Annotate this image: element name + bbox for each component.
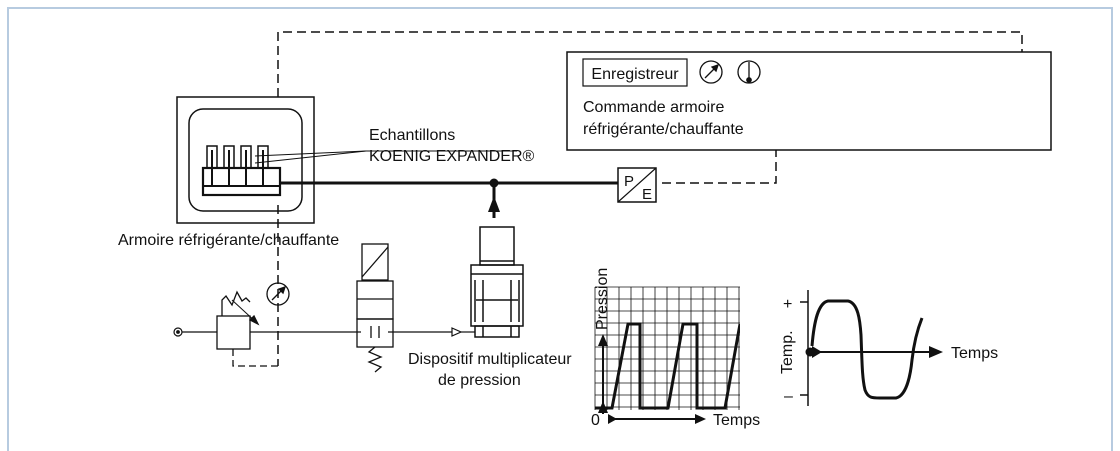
multiplier-label-line2: de pression	[438, 372, 521, 389]
recorder-box	[582, 58, 688, 87]
multiplier-label-line1: Dispositif multiplicateur	[408, 351, 572, 368]
recorder-label: Enregistreur	[591, 66, 679, 83]
samples-label-line1: Echantillons	[369, 127, 455, 144]
transducer-e: E	[642, 186, 652, 203]
pressure-curve	[595, 322, 740, 410]
transducer-p: P	[624, 173, 634, 190]
pressure-transducer-icon: P E	[617, 167, 657, 203]
temp-chart-minus: –	[784, 388, 793, 405]
samples-label-line2: KOENIG EXPANDER®	[369, 148, 535, 165]
pressure-chart-axes	[598, 334, 706, 424]
pressure-chart-origin: 0	[591, 412, 600, 429]
temp-chart-xlabel: Temps	[951, 345, 998, 362]
pressure-chart-xlabel: Temps	[713, 412, 760, 429]
gauge-icon	[699, 60, 723, 84]
pressure-regulator-icon	[216, 290, 278, 367]
solenoid-valve-icon	[356, 243, 394, 373]
cabinet-label: Armoire réfrigérante/chauffante	[118, 232, 339, 249]
pressure-line	[280, 178, 618, 218]
climate-cabinet	[176, 96, 315, 224]
pressure-chart: Pression 0 Temps	[591, 268, 760, 429]
sample-holders	[203, 145, 280, 187]
pressure-multiplier	[470, 226, 524, 338]
temp-chart-plus: +	[783, 296, 792, 313]
pressure-chart-grid	[594, 286, 740, 410]
pressure-gauge-icon	[266, 282, 290, 306]
control-label-line1: Commande armoire	[583, 99, 724, 116]
control-unit: Enregistreur Commande armoire réfrigéran…	[566, 51, 1052, 151]
supply-line	[173, 327, 475, 337]
signal-lines	[277, 31, 1023, 366]
temp-origin-dot	[805, 347, 815, 357]
temp-chart-ylabel: Temp.	[779, 330, 796, 374]
thermometer-icon	[737, 60, 761, 84]
temperature-chart: + – Temp. Temps	[779, 290, 998, 406]
temperature-curve	[810, 299, 924, 400]
samples-callout: Echantillons KOENIG EXPANDER®	[254, 127, 535, 165]
pressure-chart-ylabel: Pression	[594, 268, 611, 330]
control-label-line2: réfrigérante/chauffante	[583, 121, 744, 138]
page-border	[7, 7, 1113, 451]
